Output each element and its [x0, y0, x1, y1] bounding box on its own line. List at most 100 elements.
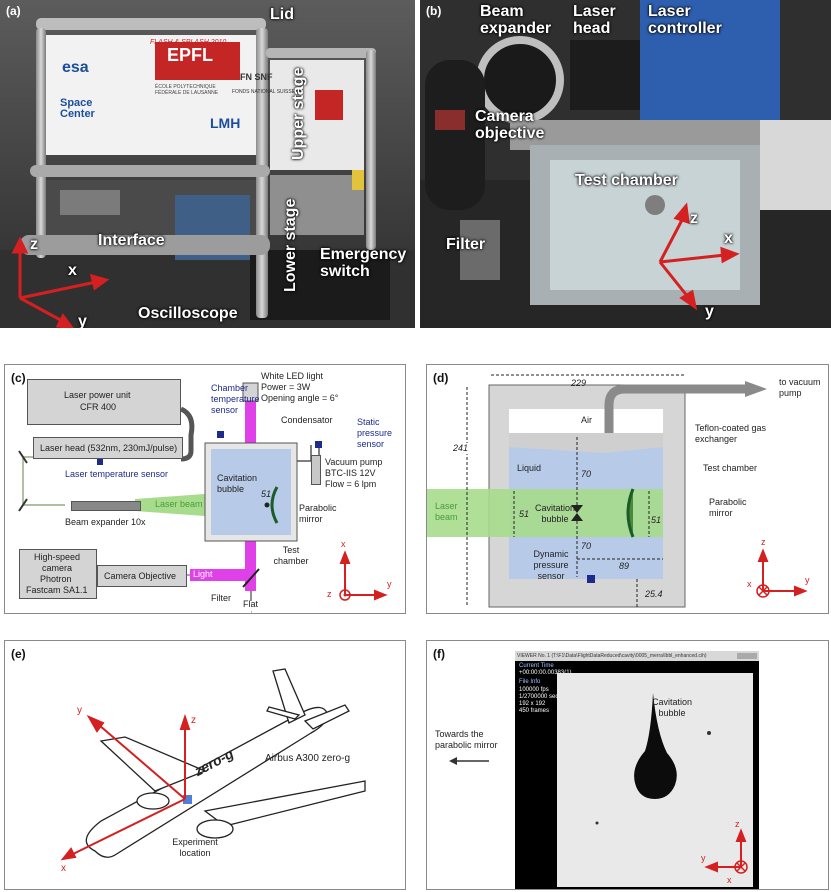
bubble-image [595, 693, 748, 874]
cfr-label: CFR 400 [80, 402, 117, 412]
laser-power-unit-box: Laser power unit CFR 400 [27, 379, 181, 425]
axis-z-label-b: z [690, 210, 698, 227]
panel-label-e: (e) [11, 647, 26, 661]
viewer-titlebar[interactable]: VIEWER No. 1 (T:\F1\Data\FlightDataReduc… [515, 651, 759, 661]
btc-label: BTC-IIS 12V [325, 468, 376, 478]
frames-value: 450 frames [519, 708, 550, 714]
resolution-value: 192 x 192 [519, 701, 546, 707]
flash-splash-text: FLASH & SPLASH 2010 [150, 39, 227, 46]
interface-label: Interface [98, 232, 165, 249]
panel-f-viewer: (f) Towards the parabolic mirror VIEWER … [426, 640, 829, 890]
axis-y-label-e: y [77, 705, 82, 716]
viewer-title: VIEWER No. 1 (T:\F1\Data\FlightDataReduc… [517, 653, 707, 659]
axis-x-label-e: x [61, 863, 66, 874]
current-time-value: +00:00:00.00383(1) [519, 670, 572, 676]
camera-objective-label: Camera Objective [104, 571, 177, 581]
panel-label-f: (f) [433, 647, 445, 661]
panel-c-schematic: (c) Laser power unit CFR 400 Laser head … [4, 364, 406, 614]
axis-z-label-c: z [327, 589, 332, 599]
led-power-label: Power = 3W [261, 382, 311, 392]
towards-mirror-label: Towards the parabolic mirror [435, 729, 498, 750]
camera-objective-label: Camera objective [475, 108, 545, 142]
fns-subtitle-text: FONDS NATIONAL SUISSE [232, 89, 296, 95]
axis-y-label-f: y [701, 853, 706, 863]
axis-x-label-c: x [341, 539, 346, 549]
cavitation-bubble-label-d: Cavitation bubble [534, 503, 576, 524]
axis-x-label: x [68, 262, 77, 279]
laser-controller-label: Laser controller [648, 3, 722, 37]
beam-expander-label: Beam expander 10x [65, 517, 146, 527]
experiment-location-label: Experiment location [172, 837, 218, 858]
white-led-label: White LED light [261, 371, 324, 381]
laser-beam-label-d: Laser beam [435, 501, 458, 522]
filter-label-c: Filter [211, 593, 231, 603]
vacuum-pump-label: Vacuum pump [325, 457, 383, 467]
epfl-subtitle-text: ÉCOLE POLYTECHNIQUE FÉDÉRALE DE LAUSANNE [155, 84, 219, 96]
condensator-label: Condensator [281, 415, 333, 425]
file-info-label: File Info [519, 679, 541, 685]
upper-stage-label: Upper stage [290, 67, 307, 160]
dim-229-label: 229 [571, 378, 587, 388]
to-vacuum-label: to vacuum pump [779, 377, 821, 398]
camera-line-3: Photron [40, 574, 72, 584]
static-pressure-label: Static pressure sensor [357, 417, 393, 449]
fps-value: 100000 fps [519, 687, 549, 693]
emergency-switch-label: Emergency switch [320, 246, 407, 280]
camera-line-2: camera [42, 563, 73, 573]
panel-label-b: (b) [426, 4, 442, 18]
high-speed-camera-box: High-speed camera Photron Fastcam SA1.1 [19, 549, 97, 599]
flat-mirror-label: Flat mirror [243, 599, 267, 613]
panel-a-photo: esa Space Center FLASH & SPLASH 2010 EPF… [0, 0, 415, 328]
flow-label: Flow = 6 lpm [325, 479, 377, 489]
experiment-rack-illustration [0, 0, 415, 328]
dynamic-pressure-label: Dynamic pressure sensor [533, 549, 569, 581]
panel-label-c: (c) [11, 371, 26, 385]
light-label: Light [193, 569, 213, 579]
oscilloscope-label: Oscilloscope [138, 305, 238, 322]
axis-y-label: y [78, 313, 87, 328]
camera-frame: Cavitation bubble z y x [557, 673, 753, 887]
axis-z-label-e: z [191, 715, 196, 726]
beam-expander-box [71, 501, 141, 511]
laser-temp-sensor-label: Laser temperature sensor [65, 469, 169, 479]
epfl-logo-text: EPFL [167, 45, 214, 65]
lid-label: Lid [270, 6, 294, 23]
dim-70-bottom-label: 70 [581, 541, 592, 551]
led-opening-angle-label: Opening angle = 6° [261, 393, 339, 403]
test-chamber-label-d: Test chamber [703, 463, 758, 473]
window-controls[interactable] [737, 653, 757, 659]
axes-d [756, 548, 808, 598]
air-label: Air [581, 415, 592, 425]
panel-e-aircraft: . (e) Airbus A300 zero-g zero-g Experime… [4, 640, 406, 890]
axis-y-label-b: y [705, 303, 714, 320]
test-chamber-label: Test chamber [575, 172, 678, 189]
laser-power-unit-label: Laser power unit [64, 390, 131, 400]
laser-head-label: Laser head [573, 3, 616, 37]
dim-25-label: 25.4 [645, 589, 663, 599]
teflon-label: Teflon-coated gas exchanger [695, 423, 767, 444]
axis-y-label-c: y [387, 579, 392, 589]
axis-x-label-f: x [727, 875, 732, 885]
beam-expander-label: Beam expander [480, 3, 552, 37]
vacuum-pump-box [311, 455, 321, 485]
current-time-label: Current Time [519, 663, 554, 669]
dim-51-left-label: 51 [519, 509, 530, 519]
panel-b-photo: (b) Beam expander Laser head Laser contr… [420, 0, 831, 328]
lmh-logo-text: LMH [210, 115, 241, 131]
camera-objective-box: Camera Objective [97, 565, 187, 587]
dim-70-top-label: 70 [581, 469, 592, 479]
panel-d-schematic: (d) 229 to vacuum pump 241 Air Teflon-co… [426, 364, 829, 614]
axis-z-label-f: z [735, 819, 740, 829]
fns-logo-text: FN SNF [240, 72, 273, 82]
airbus-label: Airbus A300 zero-g [265, 753, 351, 764]
filter-label: Filter [446, 236, 486, 253]
chamber-cross-section [427, 374, 767, 608]
camera-line-1: High-speed [34, 552, 81, 562]
panel-label-a: (a) [6, 4, 21, 18]
laser-head-box: Laser head (532nm, 230mJ/pulse) [33, 437, 183, 459]
lower-stage-label: Lower stage [282, 198, 299, 292]
arrow-left [449, 757, 489, 765]
test-chamber-label: Test chamber [273, 545, 309, 566]
axis-x-label-b: x [724, 230, 733, 247]
dim-89-label: 89 [619, 561, 630, 571]
